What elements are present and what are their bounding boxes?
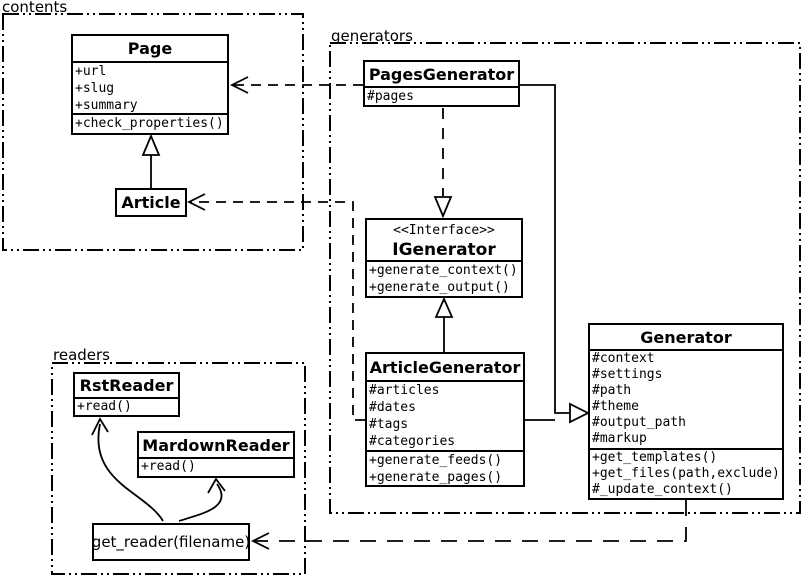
class-generator-attributes: #context #settings #path #theme #output_… — [590, 349, 782, 448]
attribute: #pages — [367, 89, 414, 104]
package-contents-border — [2, 13, 304, 251]
attribute: +url — [75, 64, 107, 79]
class-articlegenerator-name: ArticleGenerator — [369, 357, 521, 377]
method: +generate_pages() — [369, 470, 503, 485]
class-markdownreader-methods: +read() — [139, 457, 293, 476]
class-page: Page +url +slug +summary +check_properti… — [71, 34, 229, 135]
class-pagesgenerator-name: PagesGenerator — [368, 64, 515, 84]
attribute: #theme — [592, 399, 639, 414]
attribute: +summary — [75, 98, 138, 113]
edge-articlegenerator-to-article-dependency — [186, 193, 365, 421]
method: +get_files(path,exclude) — [592, 466, 780, 481]
class-igenerator-methods: +generate_context() +generate_output() — [367, 260, 521, 296]
package-label-generators: generators — [331, 27, 413, 45]
class-pagesgenerator: PagesGenerator #pages — [363, 60, 520, 107]
function-get-reader: get_reader(filename) — [92, 523, 250, 561]
package-label-contents: contents — [2, 0, 68, 16]
attribute: #categories — [369, 434, 456, 449]
class-article: Article — [115, 188, 187, 217]
class-articlegenerator-attributes: #articles #dates #tags #categories — [367, 380, 523, 450]
method: +get_templates() — [592, 450, 718, 465]
class-generator: Generator #context #settings #path #them… — [588, 323, 784, 500]
class-rstreader: RstReader +read() — [73, 372, 180, 417]
edge-generators-to-generator-generalization — [520, 84, 591, 424]
class-markdownreader: MardownReader +read() — [137, 431, 295, 478]
attribute: #tags — [369, 417, 409, 432]
class-igenerator: <<Interface>> IGenerator +generate_conte… — [365, 218, 523, 298]
edge-generator-to-getreader-dependency — [250, 500, 687, 550]
class-igenerator-name: IGenerator — [392, 240, 496, 260]
class-pagesgenerator-attributes: #pages — [365, 86, 518, 105]
attribute: #dates — [369, 400, 416, 415]
edge-articlegenerator-to-igenerator-generalization — [434, 296, 454, 352]
class-generator-name: Generator — [640, 327, 732, 347]
method: +read() — [141, 459, 196, 474]
class-igenerator-header: <<Interface>> IGenerator — [367, 220, 521, 260]
attribute: #context — [592, 351, 655, 366]
edge-getreader-to-rstreader — [91, 417, 164, 522]
attribute: #settings — [592, 367, 663, 382]
class-articlegenerator-methods: +generate_feeds() +generate_pages() — [367, 450, 523, 485]
attribute: +slug — [75, 81, 115, 96]
class-igenerator-stereotype: <<Interface>> — [393, 223, 495, 238]
edge-pagesgenerator-to-igenerator-realization — [433, 108, 453, 219]
class-articlegenerator: ArticleGenerator #articles #dates #tags … — [365, 352, 525, 487]
attribute: #path — [592, 383, 632, 398]
edge-getreader-to-markdownreader — [178, 477, 226, 522]
attribute: #output_path — [592, 415, 686, 430]
class-rstreader-methods: +read() — [75, 397, 178, 415]
class-markdownreader-name: MardownReader — [142, 435, 290, 455]
class-page-attributes: +url +slug +summary — [73, 61, 227, 113]
method: +read() — [77, 399, 132, 414]
method: +generate_context() — [369, 263, 518, 278]
class-page-methods: +check_properties() — [73, 113, 227, 133]
method: +generate_output() — [369, 280, 510, 295]
method: #_update_context() — [592, 482, 733, 497]
class-article-name: Article — [121, 193, 181, 212]
attribute: #articles — [369, 383, 440, 398]
package-generators-border — [329, 42, 801, 514]
edge-pagesgenerator-to-page-dependency — [229, 76, 363, 94]
method: +check_properties() — [75, 116, 224, 131]
attribute: #markup — [592, 431, 647, 446]
package-label-readers: readers — [53, 346, 110, 364]
package-readers-border — [51, 362, 306, 575]
class-generator-methods: +get_templates() +get_files(path,exclude… — [590, 448, 782, 498]
edge-article-to-page-generalization — [141, 133, 161, 188]
method: +generate_feeds() — [369, 453, 503, 468]
class-page-name: Page — [127, 39, 173, 58]
class-rstreader-name: RstReader — [79, 376, 174, 395]
